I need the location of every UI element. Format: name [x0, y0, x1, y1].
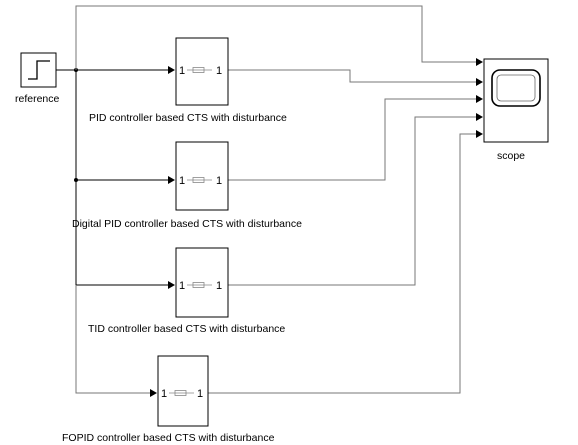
reference-step-block[interactable]	[20, 52, 57, 88]
subsystem-tid[interactable]: 1 1	[175, 247, 229, 318]
subsystem-pid-in-port: 1	[179, 65, 185, 77]
subsystem-tid-in-port: 1	[179, 280, 185, 292]
subsystem-digital-pid-label: Digital PID controller based CTS with di…	[72, 218, 302, 230]
subsystem-digital-pid-out-port: 1	[216, 175, 222, 187]
subsystem-digital-pid[interactable]: 1 1	[175, 141, 229, 211]
scope-screen-icon	[491, 69, 541, 107]
scope-block[interactable]	[483, 58, 549, 143]
subsystem-fopid[interactable]: 1 1	[157, 355, 209, 427]
step-icon	[28, 60, 50, 80]
subsystem-tid-out-port: 1	[216, 280, 222, 292]
reference-label: reference	[15, 93, 60, 105]
subsystem-fopid-in-port: 1	[161, 388, 167, 400]
subsystem-tid-label: TID controller based CTS with disturbanc…	[88, 323, 285, 335]
subsystem-fopid-label: FOPID controller based CTS with disturba…	[62, 432, 275, 444]
signal-wires	[56, 5, 483, 397]
subsystem-pid[interactable]: 1 1	[175, 37, 229, 106]
subsystem-pid-out-port: 1	[216, 65, 222, 77]
subsystem-pid-label: PID controller based CTS with disturbanc…	[89, 112, 287, 124]
subsystem-fopid-out-port: 1	[197, 388, 203, 400]
subsystem-digital-pid-in-port: 1	[179, 175, 185, 187]
scope-label: scope	[497, 150, 525, 162]
